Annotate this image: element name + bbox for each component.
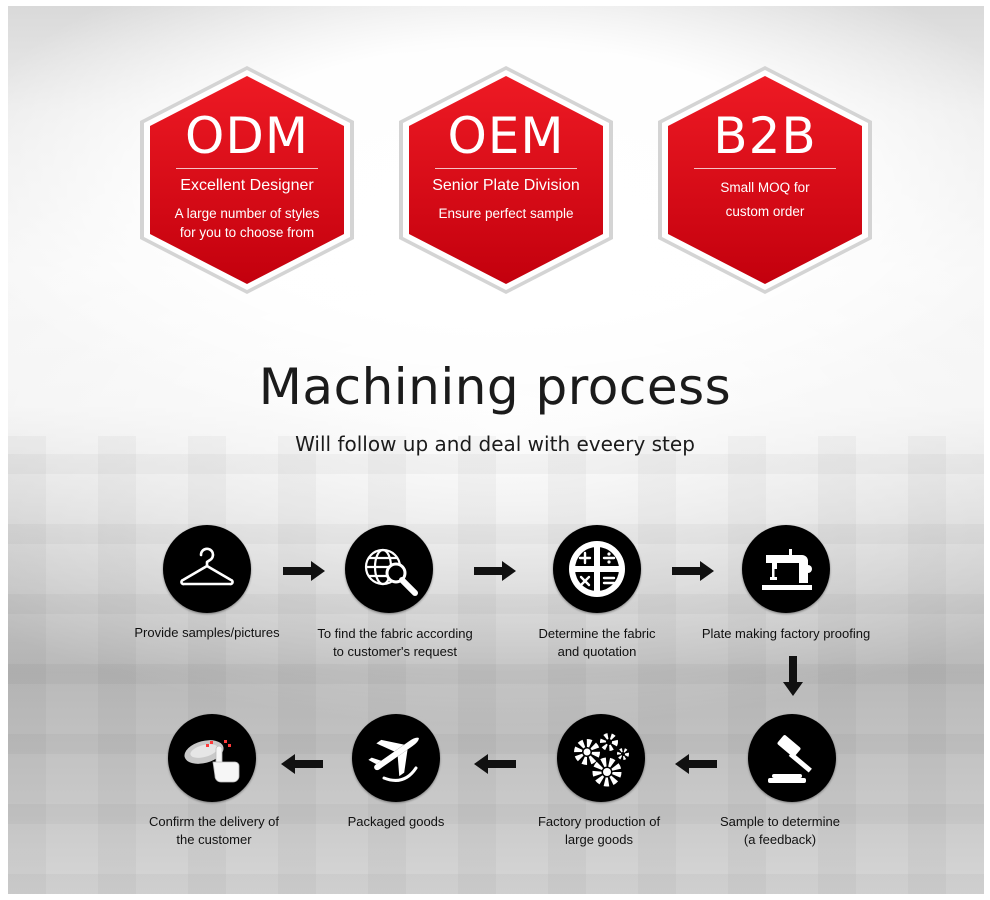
arrow-left-icon [281, 754, 323, 778]
badge-desc-line-1: Ensure perfect sample [438, 206, 574, 221]
step-label: Packaged goods [347, 814, 445, 829]
step-plate-making [742, 525, 830, 613]
step-label: Determine the fabric and quotation [538, 626, 656, 659]
badge-divider [694, 168, 836, 169]
section-title: Machining process [258, 358, 732, 416]
b2b-badge: B2B Small MOQ for custom order [656, 64, 874, 296]
badge-divider [176, 168, 318, 169]
hexagon-shape [658, 66, 872, 294]
odm-badge: ODM Excellent Designer A large number of… [138, 64, 356, 296]
badge-desc-line-2: for you to choose from [179, 225, 315, 240]
step-packaged [352, 714, 440, 802]
airplane-icon [368, 737, 419, 782]
arrow-left-icon [675, 754, 717, 778]
hanger-icon [180, 547, 234, 586]
badge-heading: Excellent Designer [180, 177, 314, 194]
step-label: Sample to determine (a feedback) [720, 814, 840, 847]
hexagon-shape [140, 66, 354, 294]
section-subtitle: Will follow up and deal with eveery step [295, 432, 695, 456]
step-label: Plate making factory proofing [701, 626, 871, 641]
arrow-right-icon [474, 561, 516, 585]
step-label: Confirm the delivery of the customer [148, 814, 280, 847]
badge-title: B2B [713, 107, 817, 165]
step-label: Factory production of large goods [537, 814, 661, 847]
arrow-right-icon [672, 561, 714, 585]
step-provide-samples [163, 525, 251, 613]
globe-search-icon [364, 548, 418, 596]
badge-desc-line-2: custom order [725, 204, 805, 219]
click-hand-icon [184, 740, 240, 783]
step-find-fabric [345, 525, 433, 613]
oem-badge: OEM Senior Plate Division Ensure perfect… [397, 64, 615, 296]
step-quotation [553, 525, 641, 613]
gavel-icon [768, 735, 812, 783]
badge-title: OEM [447, 107, 565, 165]
arrow-down-icon [783, 656, 803, 700]
step-sample-feedback [748, 714, 836, 802]
gears-icon [574, 733, 629, 787]
step-confirm-delivery [168, 714, 256, 802]
step-label: To find the fabric according to customer… [317, 626, 473, 659]
badge-title: ODM [185, 107, 309, 165]
badge-desc-line-1: A large number of styles [174, 206, 320, 221]
badge-desc-line-1: Small MOQ for [720, 180, 810, 195]
calculator-icon [569, 541, 625, 597]
step-production [557, 714, 645, 802]
arrow-right-icon [283, 561, 325, 585]
hexagon-shape [399, 66, 613, 294]
sewing-machine-icon [762, 549, 812, 590]
step-label: Provide samples/pictures [134, 625, 280, 640]
badge-heading: Senior Plate Division [432, 177, 580, 194]
arrow-left-icon [474, 754, 516, 778]
badge-divider [435, 168, 577, 169]
